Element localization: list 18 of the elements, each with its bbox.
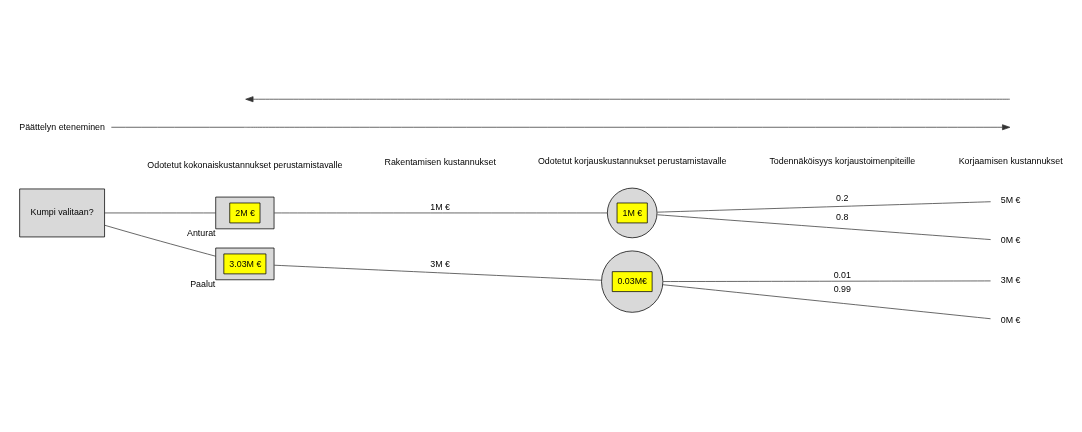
label: Rakentamisen kustannukset	[384, 156, 496, 167]
node-text: 3M €	[1000, 274, 1021, 285]
node-text: 5M €	[1000, 194, 1021, 205]
edge-label: 0.2	[836, 192, 849, 203]
edge-label: 0.8	[836, 211, 849, 222]
label: Odotetut korjauskustannukset perustamistavalle	[537, 155, 727, 166]
node-label: Paalut	[190, 278, 216, 289]
edge-label: 1M €	[430, 201, 451, 212]
edge-label: 0.99	[833, 283, 851, 294]
edge-label: 3M €	[430, 258, 451, 269]
label: Korjaamisen kustannukset	[958, 155, 1063, 166]
node-label: Anturat	[187, 227, 216, 238]
node-text: 0M €	[1000, 314, 1021, 325]
node-text: Päättelyn eteneminen	[19, 121, 105, 132]
node-text: 0M €	[1000, 234, 1021, 245]
label: Odotetut kokonaiskustannukset perustamistavalle	[147, 159, 343, 170]
label: Todennäköisyys korjaustoimenpiteille	[769, 155, 916, 166]
edge-label: 0.01	[833, 269, 851, 280]
